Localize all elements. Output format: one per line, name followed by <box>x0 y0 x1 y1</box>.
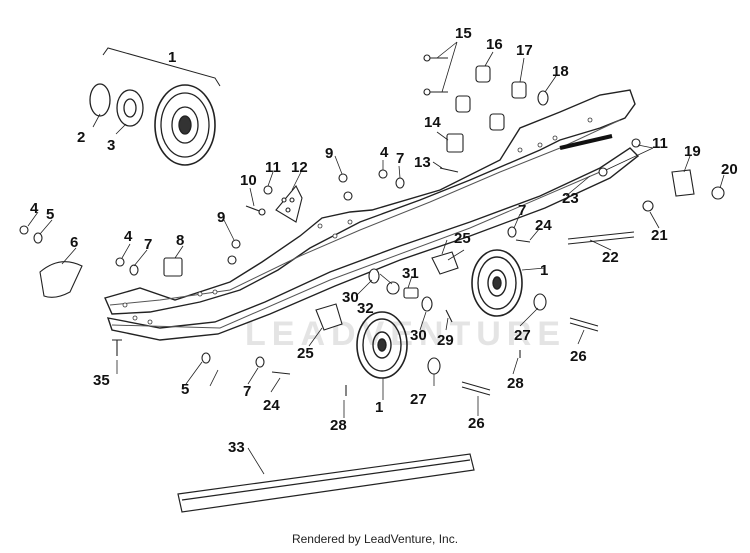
idler-wheel-left <box>356 311 408 379</box>
callout-c14: 14 <box>424 114 441 131</box>
callout-c7b: 7 <box>144 236 152 253</box>
rail-holes <box>122 117 593 325</box>
hyfax-slide <box>177 453 475 513</box>
leader-lines <box>27 41 725 475</box>
callout-c4c: 4 <box>124 228 133 245</box>
callout-c17: 17 <box>516 42 533 59</box>
callout-c1b: 1 <box>540 262 548 279</box>
callout-c30a: 30 <box>342 289 359 306</box>
callout-c22: 22 <box>602 249 619 266</box>
callout-c11b: 11 <box>652 135 668 152</box>
callout-c24a: 24 <box>535 217 552 234</box>
callout-c9b: 9 <box>217 209 225 226</box>
callout-c29: 29 <box>437 332 454 349</box>
callout-c7a: 7 <box>396 150 404 167</box>
callout-c4a: 4 <box>380 144 389 161</box>
callout-c6: 6 <box>70 234 78 251</box>
callout-c23: 23 <box>562 190 579 207</box>
callout-c7d: 7 <box>243 383 251 400</box>
callout-c19: 19 <box>684 143 701 160</box>
callout-c15: 15 <box>455 25 472 42</box>
callout-c31: 31 <box>402 265 419 282</box>
callout-c18: 18 <box>552 63 569 80</box>
callout-c11a: 11 <box>265 159 281 176</box>
callout-c24b: 24 <box>263 397 280 414</box>
callout-c28a: 28 <box>507 375 524 392</box>
callout-c28b: 28 <box>330 417 347 434</box>
callout-c12: 12 <box>291 159 308 176</box>
callout-c3: 3 <box>107 137 115 154</box>
callout-c26b: 26 <box>468 415 485 432</box>
callout-c35: 35 <box>93 372 110 389</box>
callout-c30b: 30 <box>410 327 427 344</box>
callout-c21: 21 <box>651 227 668 244</box>
callout-c16: 16 <box>486 36 503 53</box>
callout-c9a: 9 <box>325 145 333 162</box>
callout-c27a: 27 <box>514 327 531 344</box>
idler-wheel <box>154 84 216 166</box>
hardware <box>19 54 725 396</box>
callout-c7c: 7 <box>518 202 526 219</box>
left-rail <box>106 134 640 341</box>
callout-c33: 33 <box>228 439 245 456</box>
callout-c20: 20 <box>721 161 738 178</box>
callout-c1c: 1 <box>375 399 383 416</box>
callout-c5a: 5 <box>46 206 54 223</box>
callout-c32: 32 <box>357 300 374 317</box>
snap-ring <box>89 83 111 117</box>
bearing <box>116 89 144 127</box>
callout-c13: 13 <box>414 154 431 171</box>
callout-c8: 8 <box>176 232 184 249</box>
callout-c26a: 26 <box>570 348 587 365</box>
callout-c5b: 5 <box>181 381 189 398</box>
watermark: LEADVENTURE <box>245 315 566 353</box>
callout-c25b: 25 <box>297 345 314 362</box>
callout-c27b: 27 <box>410 391 427 408</box>
callout-c4b: 4 <box>30 200 39 217</box>
render-credit: Rendered by LeadVenture, Inc. <box>291 532 459 546</box>
callout-c2: 2 <box>77 129 85 146</box>
right-rail <box>104 89 636 315</box>
callout-c10: 10 <box>240 172 257 189</box>
callout-c1a: 1 <box>168 49 176 66</box>
callout-c25a: 25 <box>454 230 471 247</box>
idler-wheel-right <box>471 249 523 317</box>
wheel-assembly-exploded <box>89 47 221 166</box>
